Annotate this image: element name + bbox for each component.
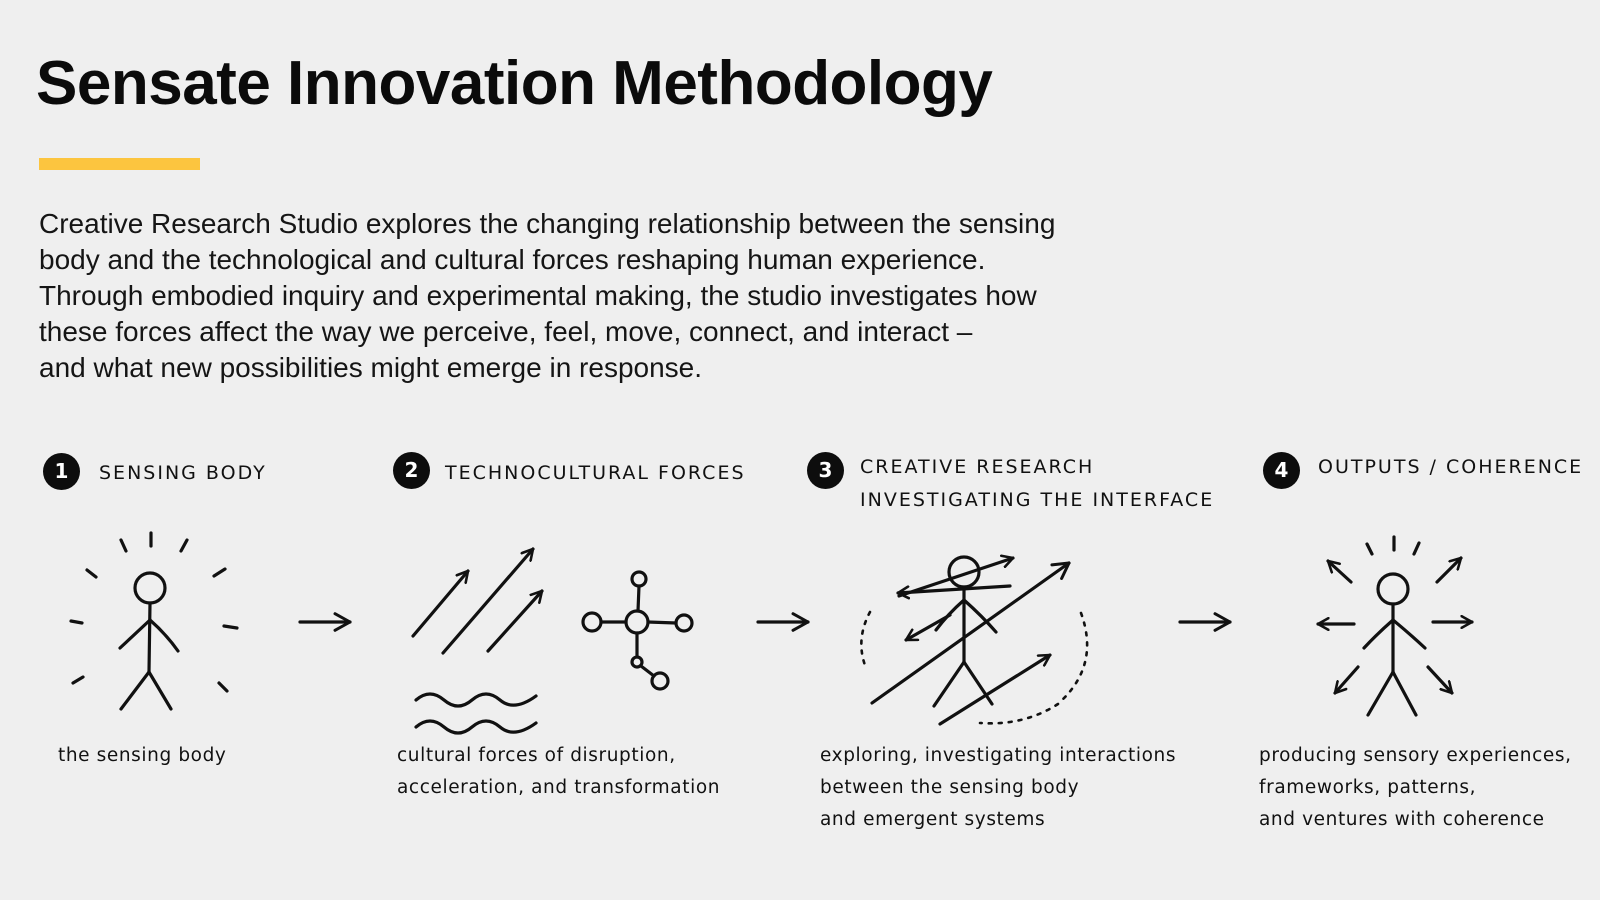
accent-bar (39, 158, 200, 170)
intro-line: these forces affect the way we perceive,… (39, 316, 973, 347)
caption-line: and ventures with coherence (1259, 809, 1545, 830)
step-3-badge: 3 (807, 452, 844, 489)
caption-line: producing sensory experiences, (1259, 745, 1572, 766)
step-2-caption: cultural forces of disruption, accelerat… (397, 740, 720, 804)
forces-arrows-network-icon (411, 547, 694, 735)
caption-line: frameworks, patterns, (1259, 777, 1477, 798)
figure-emitting-arrows-icon (1316, 535, 1474, 717)
intro-line: and what new possibilities might emerge … (39, 352, 703, 383)
caption-line: acceleration, and transformation (397, 777, 721, 798)
intro-paragraph: Creative Research Studio explores the ch… (39, 206, 1199, 386)
intro-line: Creative Research Studio explores the ch… (39, 208, 1056, 239)
step-4-badge: 4 (1263, 452, 1300, 489)
step-3-sublabel: INVESTIGATING THE INTERFACE (860, 489, 1215, 511)
step-3-caption: exploring, investigating interactions be… (820, 740, 1176, 836)
intro-line: body and the technological and cultural … (39, 244, 986, 275)
step-1-badge: 1 (43, 453, 80, 490)
step-4-label: OUTPUTS / COHERENCE (1318, 456, 1584, 478)
radiating-stick-figure-icon (69, 531, 239, 711)
step-1-label: SENSING BODY (99, 462, 267, 484)
caption-line: and emergent systems (820, 809, 1046, 830)
step-2-badge: 2 (393, 452, 430, 489)
caption-line: the sensing body (58, 745, 227, 766)
caption-line: cultural forces of disruption, (397, 745, 676, 766)
figure-crossed-by-forces-icon (860, 557, 1089, 726)
caption-line: exploring, investigating interactions (820, 745, 1177, 766)
step-1-caption: the sensing body (58, 740, 226, 772)
page-title: Sensate Innovation Methodology (36, 49, 993, 118)
step-3-label: CREATIVE RESEARCH (860, 456, 1095, 478)
step-4-caption: producing sensory experiences, framework… (1259, 740, 1572, 836)
intro-line: Through embodied inquiry and experimenta… (39, 280, 1037, 311)
caption-line: between the sensing body (820, 777, 1080, 798)
step-2-label: TECHNOCULTURAL FORCES (445, 462, 746, 484)
